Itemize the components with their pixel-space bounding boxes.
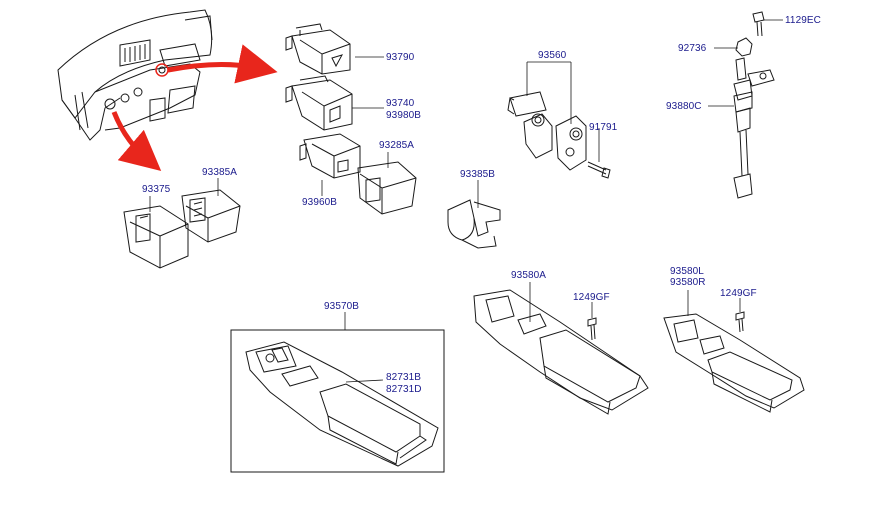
label-93580L: 93580L [670,266,704,277]
label-93880C: 93880C [666,101,702,112]
label-1249GF-b: 1249GF [720,288,757,299]
hazard-switch-93790 [285,23,351,75]
switch-93285A [357,161,417,215]
label-93560: 93560 [538,50,567,61]
label-93580A: 93580A [511,270,547,281]
label-1129EC: 1129EC [785,15,821,26]
bracket-93385B [447,199,501,249]
label-92736: 92736 [678,43,707,54]
label-91791: 91791 [589,122,618,133]
switch-93740 [285,75,353,131]
armrest-93580L-R [663,313,805,413]
label-93790: 93790 [386,52,415,63]
label-93385A: 93385A [202,167,238,178]
label-93570B: 93570B [324,301,360,312]
armrest-93570B [245,341,439,467]
label-93960B: 93960B [302,197,338,208]
armrest-93580A [473,289,649,415]
label-93385B: 93385B [460,169,496,180]
leader-lines [149,19,783,383]
dashboard-illustration [57,9,213,141]
switch-93375 [123,205,189,269]
door-switch-93560 [507,91,587,171]
label-82731B: 82731B [386,372,422,383]
bolt-1129EC [752,11,765,37]
label-1249GF-a: 1249GF [573,292,610,303]
screw-1249GF-a [587,317,597,341]
label-93740: 93740 [386,98,415,109]
switch-93960B [299,133,361,179]
label-93980B: 93980B [386,110,422,121]
detail-box-93570B [230,329,445,473]
label-82731D: 82731D [386,384,422,395]
screw-1249GF-b [735,311,745,333]
label-93580R: 93580R [670,277,706,288]
sensor-93880C [733,57,775,199]
red-arrows [111,44,278,172]
nut-92736 [735,37,753,57]
screw-91791 [587,161,611,179]
label-93375: 93375 [142,184,171,195]
label-93285A: 93285A [379,140,415,151]
switch-93385A [181,189,241,243]
